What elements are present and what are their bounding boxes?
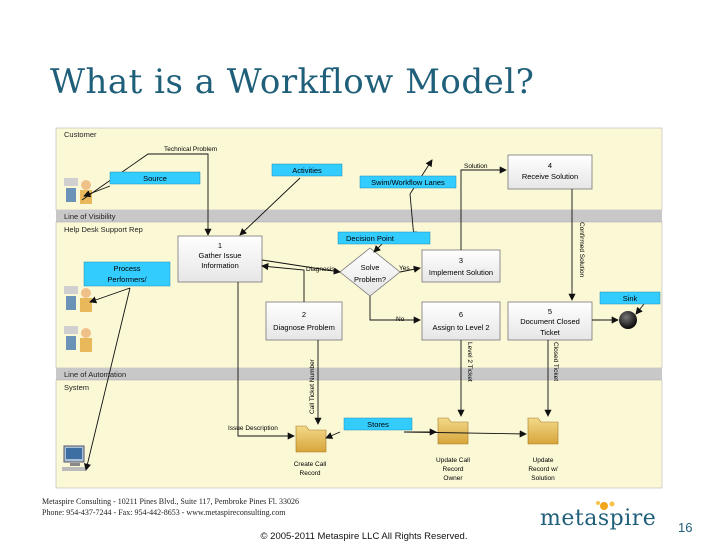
svg-text:Solve: Solve xyxy=(361,263,380,272)
svg-text:6: 6 xyxy=(459,310,463,319)
footer-address: Metaspire Consulting - 10211 Pines Blvd.… xyxy=(42,497,299,506)
svg-text:Update Call: Update Call xyxy=(436,457,471,464)
callout-source: Source xyxy=(109,171,201,185)
lane-system xyxy=(55,379,663,489)
label-no: No xyxy=(396,316,405,323)
store-folder-3: Update Record w/ Solution xyxy=(527,417,559,482)
svg-text:Process: Process xyxy=(113,264,140,273)
svg-text:Performers/: Performers/ xyxy=(107,275,147,284)
computer-icon xyxy=(62,445,86,471)
arrow-yes xyxy=(399,265,421,273)
footer-phone: Phone: 954-437-7244 - Fax: 954-442-8653 … xyxy=(42,508,286,517)
process-box-4: 4 Receive Solution xyxy=(507,154,593,190)
label-level2-ticket: Level 2 Ticket xyxy=(466,342,473,382)
line-of-automation xyxy=(56,368,662,380)
lane-label-helpdesk: Help Desk Support Rep xyxy=(64,225,143,234)
label-diagnosis: Diagnosis xyxy=(306,266,335,273)
process-box-6: 6 Assign to Level 2 xyxy=(421,301,501,341)
svg-text:Information: Information xyxy=(201,261,239,270)
label-confirmed-solution: Confirmed Solution xyxy=(578,222,585,278)
svg-text:5: 5 xyxy=(548,307,552,316)
copyright: © 2005-2011 Metaspire LLC All Rights Res… xyxy=(260,531,468,542)
svg-text:Update: Update xyxy=(533,457,554,464)
callout-stores: Stores xyxy=(343,417,413,431)
store-folder-2: Update Call Record Owner xyxy=(436,417,471,482)
callout-activities: Activities xyxy=(271,163,343,177)
label-yes: Yes xyxy=(399,265,410,272)
svg-text:Decision Point: Decision Point xyxy=(346,234,395,243)
support-person-icon-2 xyxy=(64,326,92,352)
svg-text:Assign to Level 2: Assign to Level 2 xyxy=(432,323,489,332)
metaspire-logo-icon xyxy=(596,501,615,510)
svg-text:1: 1 xyxy=(218,241,222,250)
callout-decision-point: Decision Point xyxy=(337,231,431,245)
process-box-5: 5 Document Closed Ticket xyxy=(507,301,593,341)
lane-label-system: System xyxy=(64,383,89,392)
svg-text:Gather Issue: Gather Issue xyxy=(199,251,242,260)
arrow-diagnose-back xyxy=(261,263,305,302)
lane-helpdesk xyxy=(55,221,663,369)
lane-label-automation: Line of Automation xyxy=(64,370,126,379)
support-person-icon xyxy=(64,286,92,312)
label-technical-problem: Technical Problem xyxy=(164,146,217,153)
svg-text:Swim/Workflow Lanes: Swim/Workflow Lanes xyxy=(371,178,445,187)
page-number: 16 xyxy=(678,520,693,535)
line-of-visibility xyxy=(56,210,662,222)
process-box-3: 3 Implement Solution xyxy=(421,249,501,283)
label-issue-description: Issue Description xyxy=(228,425,278,432)
svg-text:Ticket: Ticket xyxy=(540,328,561,337)
process-box-2: 2 Diagnose Problem xyxy=(265,301,343,341)
svg-text:4: 4 xyxy=(548,161,552,170)
svg-text:Problem?: Problem? xyxy=(354,275,386,284)
svg-text:Diagnose Problem: Diagnose Problem xyxy=(273,323,335,332)
sink-node xyxy=(619,311,637,329)
logo-wordmark: metaspire xyxy=(540,506,657,531)
svg-text:Create Call: Create Call xyxy=(294,461,327,468)
svg-text:Activities: Activities xyxy=(292,166,322,175)
lane-label-customer: Customer xyxy=(64,130,97,139)
label-closed-ticket: Closed Ticket xyxy=(552,342,559,381)
svg-text:Implement Solution: Implement Solution xyxy=(429,268,493,277)
label-call-ticket-number: Call Ticket Number xyxy=(309,358,316,414)
arrow-diagnosis xyxy=(261,259,341,275)
svg-text:3: 3 xyxy=(459,256,463,265)
svg-text:Solution: Solution xyxy=(531,475,555,482)
svg-text:Sink: Sink xyxy=(623,294,638,303)
svg-text:Record: Record xyxy=(300,470,321,477)
callout-sink: Sink xyxy=(599,291,661,305)
svg-text:Owner: Owner xyxy=(443,475,463,482)
callout-process-performers: Process Performers/ xyxy=(83,261,171,287)
page-title: What is a Workflow Model? xyxy=(50,62,535,102)
lane-label-visibility: Line of Visibility xyxy=(64,212,116,221)
callout-pointers xyxy=(83,159,645,471)
flow-arrows xyxy=(81,153,619,440)
arrow-issue-description xyxy=(237,282,295,440)
svg-text:Stores: Stores xyxy=(367,420,389,429)
svg-text:Record: Record xyxy=(443,466,464,473)
svg-text:Source: Source xyxy=(143,174,167,183)
svg-text:Document Closed: Document Closed xyxy=(520,317,580,326)
process-box-1: 1 Gather Issue Information xyxy=(177,235,263,283)
arrow-solution xyxy=(460,166,507,250)
callout-swim-lanes: Swim/Workflow Lanes xyxy=(359,175,457,189)
svg-text:Receive Solution: Receive Solution xyxy=(522,172,578,181)
arrow-no xyxy=(369,296,421,324)
svg-text:Record w/: Record w/ xyxy=(528,466,557,473)
svg-text:2: 2 xyxy=(302,310,306,319)
label-solution: Solution xyxy=(464,163,488,170)
store-folder-1: Create Call Record xyxy=(294,425,327,477)
